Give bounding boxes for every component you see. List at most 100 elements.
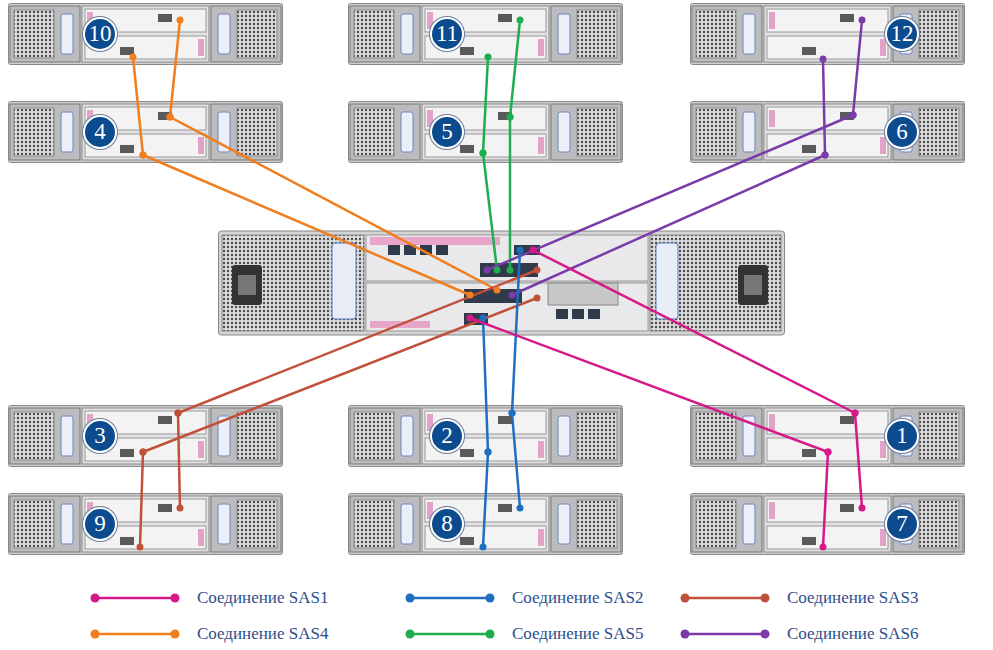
disk-enclosure: [691, 102, 965, 163]
enclosures: [9, 4, 965, 555]
legend-sample: [406, 594, 495, 603]
legend-text: Соединение SAS3: [787, 588, 918, 608]
legend-text: Соединение SAS2: [512, 588, 643, 608]
sas-cable: [512, 66, 516, 100]
port-dot: [859, 17, 866, 24]
cable-stub: [823, 492, 826, 547]
port-dot: [177, 17, 184, 24]
controller-cable: [483, 318, 488, 452]
legend-samples: [91, 594, 770, 639]
controller-cable: [512, 155, 825, 295]
port-dot: [167, 114, 174, 121]
port-dot: [507, 114, 514, 121]
callout-number: 12: [885, 17, 919, 51]
sas-cable: [178, 468, 181, 492]
legend-line: [685, 597, 765, 600]
port-dot: [140, 449, 147, 456]
legend-line: [410, 633, 490, 636]
legend-text: Соединение SAS6: [787, 624, 918, 644]
port-dot: [822, 152, 829, 159]
disk-enclosure-node: 11: [348, 2, 623, 66]
port-dot: [509, 410, 516, 417]
port-dot: [517, 505, 524, 512]
legend-text: Соединение SAS1: [197, 588, 328, 608]
legend-line: [685, 633, 765, 636]
callout-number: 5: [430, 115, 464, 149]
port-dot: [137, 544, 144, 551]
port-dot: [467, 292, 474, 299]
port-dot: [494, 267, 501, 274]
disk-enclosure-node: 4: [8, 100, 283, 164]
port-dot: [530, 247, 537, 254]
disk-enclosure-node: 5: [348, 100, 623, 164]
controller-cable: [483, 153, 497, 270]
cable-stubs: [133, 20, 862, 547]
disk-enclosure-node: 1: [690, 404, 965, 468]
disk-enclosure-node: 10: [8, 2, 283, 66]
port-dot: [859, 505, 866, 512]
port-dot: [507, 114, 514, 121]
port-dot: [534, 267, 541, 274]
sas-cable: [486, 468, 487, 492]
port-dot: [509, 292, 516, 299]
legend-text: Соединение SAS4: [197, 624, 328, 644]
cable-stub: [855, 413, 859, 468]
cable-stub: [824, 100, 825, 155]
cable-stub: [178, 413, 179, 468]
sas-cable: [854, 66, 857, 100]
legend-sample: [91, 630, 180, 639]
disk-enclosure-node: 9: [8, 492, 283, 556]
port-dot: [850, 112, 857, 119]
disk-enclosure: [9, 4, 283, 65]
port-dot: [852, 410, 859, 417]
cable-stub: [515, 20, 520, 66]
sas-cable: [822, 66, 825, 100]
port-dot: [507, 267, 514, 274]
sas-cable: [486, 66, 488, 100]
cable-stub: [175, 20, 180, 66]
port-dot: [494, 287, 501, 294]
disk-enclosure-node: 6: [690, 100, 965, 164]
cable-stub: [137, 100, 143, 155]
port-dot: [822, 152, 829, 159]
port-dot: [517, 247, 524, 254]
port-dot: [140, 152, 147, 159]
port-dot: [852, 410, 859, 417]
disk-enclosure-node: 12: [690, 2, 965, 66]
port-dot: [175, 410, 182, 417]
legend-dot: [406, 594, 415, 603]
legend-dot: [486, 594, 495, 603]
port-dot: [485, 449, 492, 456]
port-dot: [509, 410, 516, 417]
port-dot: [820, 56, 827, 63]
controller-cable: [487, 115, 853, 270]
controller-cable: [509, 117, 512, 270]
callout-number: 4: [83, 115, 117, 149]
legend-dot: [761, 594, 770, 603]
legend-dot: [91, 594, 100, 603]
cable-stub: [483, 492, 486, 547]
disk-enclosure: [691, 494, 965, 555]
port-dot: [167, 114, 174, 121]
disk-enclosure-node: 2: [348, 404, 623, 468]
legend-line: [95, 633, 175, 636]
cables: [134, 66, 861, 492]
disk-enclosure: [691, 4, 965, 65]
callout-number: 7: [885, 507, 919, 541]
callout-number: 6: [885, 115, 919, 149]
port-dot: [480, 150, 487, 157]
disk-enclosure: [9, 494, 283, 555]
disk-enclosure-node: 3: [8, 404, 283, 468]
legend-line: [95, 597, 175, 600]
sas-cable: [140, 468, 143, 492]
port-dot: [534, 295, 541, 302]
disk-enclosure-node: 7: [690, 492, 965, 556]
disk-enclosure-node: 8: [348, 492, 623, 556]
legend-dot: [91, 630, 100, 639]
port-dot: [484, 267, 491, 274]
port-dot: [480, 150, 487, 157]
legend-dot: [486, 630, 495, 639]
legend-dot: [761, 630, 770, 639]
